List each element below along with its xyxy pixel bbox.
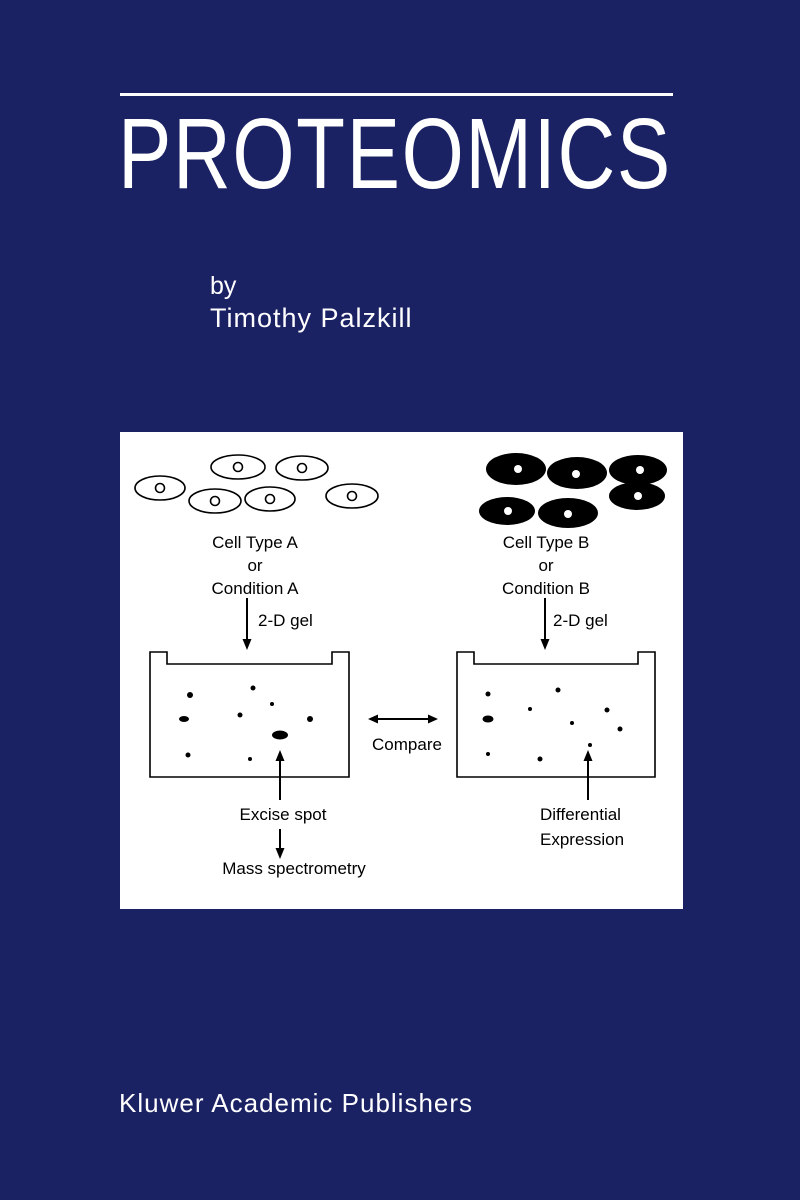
cell-type-a-label-line3: Condition A: [212, 579, 300, 598]
cell-type-b-label-line3: Condition B: [502, 579, 590, 598]
compare-label: Compare: [372, 735, 442, 754]
book-title: PROTEOMICS: [118, 98, 672, 210]
workflow-diagram-panel: Cell Type A or Condition A Cell Type B o…: [120, 432, 683, 909]
gel-spots-left-icon: [179, 685, 313, 761]
cell-type-b-nuclei-icon: [504, 465, 644, 518]
gel-label-right: 2-D gel: [553, 611, 608, 630]
byline: by: [210, 272, 237, 300]
mass-spec-arrow-icon: [275, 829, 285, 859]
author-name: Timothy Palzkill: [210, 303, 413, 333]
publisher-name: Kluwer Academic Publishers: [119, 1088, 474, 1118]
differential-label-line2: Expression: [540, 830, 624, 849]
differential-label-line1: Differential: [540, 805, 621, 824]
cell-type-a-label-line2: or: [247, 556, 262, 575]
gel-label-left: 2-D gel: [258, 611, 313, 630]
cell-type-b-label-line1: Cell Type B: [503, 533, 590, 552]
title-rule: [120, 93, 673, 96]
excise-spot-label: Excise spot: [240, 805, 327, 824]
gel-spots-right-icon: [482, 687, 623, 762]
differential-arrow-icon: [583, 750, 593, 800]
excise-arrow-icon: [275, 750, 285, 800]
gel-arrow-right-icon: [540, 598, 550, 650]
gel-tray-left-icon: [149, 651, 350, 778]
compare-arrow-icon: [368, 714, 438, 724]
cell-type-b-label-line2: or: [538, 556, 553, 575]
cell-type-a-label-line1: Cell Type A: [212, 533, 298, 552]
cell-type-b-cells-icon: [479, 453, 667, 528]
cell-type-a-cells-icon: [134, 454, 379, 514]
workflow-diagram: Cell Type A or Condition A Cell Type B o…: [134, 453, 667, 878]
gel-tray-right-icon: [456, 651, 656, 778]
mass-spec-label: Mass spectrometry: [222, 859, 366, 878]
gel-arrow-left-icon: [242, 598, 252, 650]
